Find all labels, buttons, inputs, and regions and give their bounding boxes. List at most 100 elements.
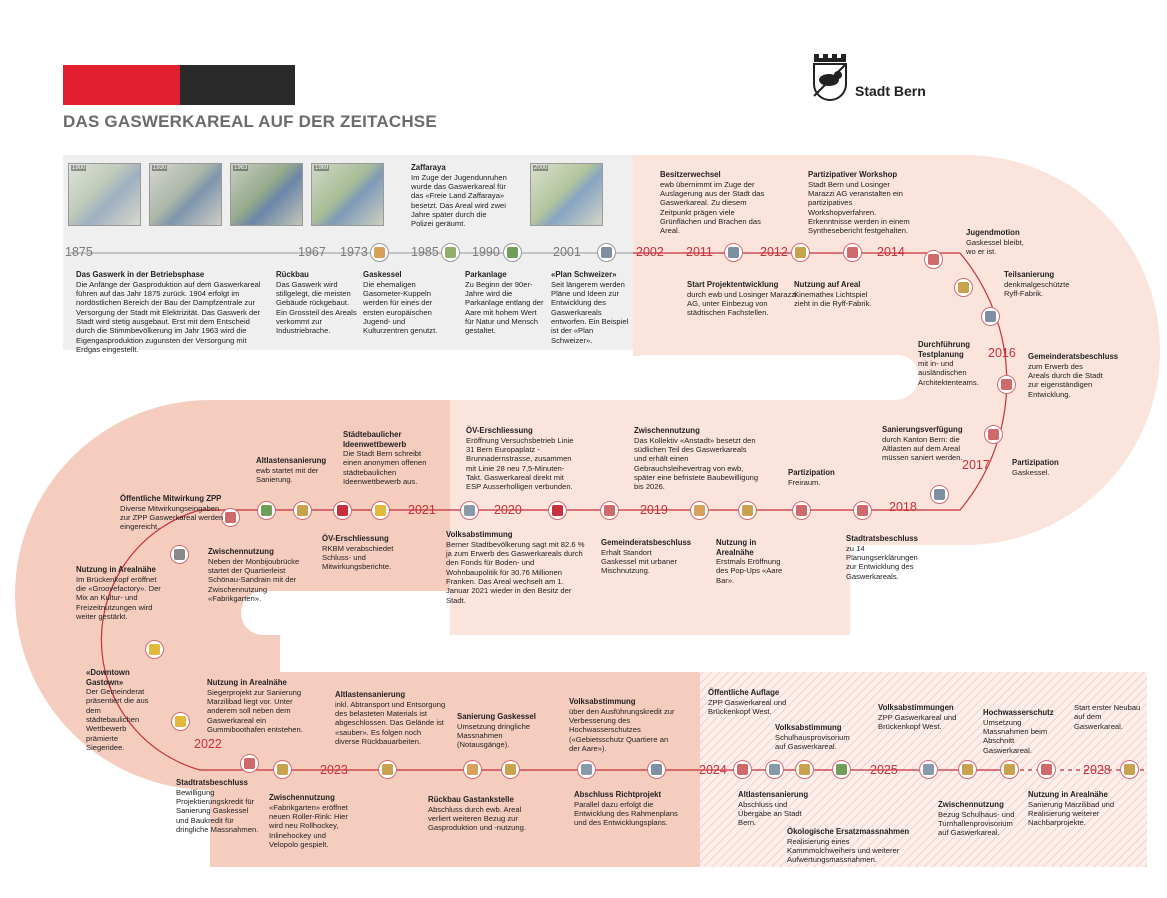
year-label: 2028	[1083, 763, 1111, 777]
excavator-icon	[501, 760, 520, 779]
workshop-people-icon	[792, 501, 811, 520]
plan-document-icon	[647, 760, 666, 779]
year-label: 1973	[340, 245, 368, 259]
ballot-box-icon	[577, 760, 596, 779]
year-label: 2014	[877, 245, 905, 259]
excavator-icon	[1120, 760, 1139, 779]
event-2001: «Plan Schweizer»Seit längerem werden Plä…	[551, 270, 629, 345]
historic-map-photo: 1930	[149, 163, 222, 226]
year-label: 2012	[760, 245, 788, 259]
aare-bar-icon	[738, 501, 757, 520]
people-icon	[221, 508, 240, 527]
bus-icon	[333, 501, 352, 520]
historic-map-photo: 2000	[530, 163, 603, 226]
historic-map-photo: 1900	[68, 163, 141, 226]
event-2028-neubau: Start erster Neubau auf dem Gaswerkareal…	[1074, 703, 1141, 731]
nature-pond-icon	[832, 760, 851, 779]
ballot-box-icon	[919, 760, 938, 779]
people-icon	[924, 250, 943, 269]
workshop-people-icon	[843, 243, 862, 262]
year-label: 2001	[553, 245, 581, 259]
idea-bulb-icon	[171, 712, 190, 731]
logo-text: Stadt Bern	[855, 83, 926, 99]
event-2023-rollerrink: Zwischennutzung«Fabrikgarten» eröffnet n…	[269, 793, 348, 849]
year-label: 2011	[686, 245, 713, 259]
year-label: 2002	[636, 245, 664, 259]
cinema-icon	[791, 243, 810, 262]
ballot-box-icon	[765, 760, 784, 779]
council-people-icon	[600, 501, 619, 520]
music-venue-icon	[170, 545, 189, 564]
excavator-icon	[1000, 760, 1019, 779]
year-label: 2016	[988, 346, 1016, 360]
idea-bulb-icon	[371, 501, 390, 520]
bus-icon	[548, 501, 567, 520]
year-label: 2018	[889, 500, 917, 514]
garden-icon	[257, 501, 276, 520]
event-2022-downtown: «Downtown Gastown»Der Gemeinderat präsen…	[86, 668, 149, 753]
people-icon	[1037, 760, 1056, 779]
gasometer-icon	[370, 243, 389, 262]
plan-document-icon	[930, 485, 949, 504]
council-people-icon	[997, 375, 1016, 394]
year-label: 1875	[65, 245, 93, 259]
idea-bulb-icon	[145, 640, 164, 659]
roller-hockey-icon	[273, 760, 292, 779]
plan-document-icon	[724, 243, 743, 262]
year-label: 2021	[408, 503, 436, 517]
header-red-bar	[63, 65, 180, 105]
year-label: 2024	[699, 763, 727, 777]
plan-document-icon	[597, 243, 616, 262]
year-label: 2019	[640, 503, 668, 517]
people-icon	[733, 760, 752, 779]
factory-icon	[954, 278, 973, 297]
school-building-icon	[958, 760, 977, 779]
bern-bear-coat-of-arms-icon	[812, 52, 848, 109]
page-title: DAS GASWERKAREAL AUF DER ZEITACHSE	[63, 112, 437, 131]
header-dark-bar	[180, 65, 295, 105]
excavator-icon	[293, 501, 312, 520]
year-label: 1990	[472, 245, 500, 259]
gasometer-icon	[463, 760, 482, 779]
historic-map-photo: 1969	[311, 163, 384, 226]
